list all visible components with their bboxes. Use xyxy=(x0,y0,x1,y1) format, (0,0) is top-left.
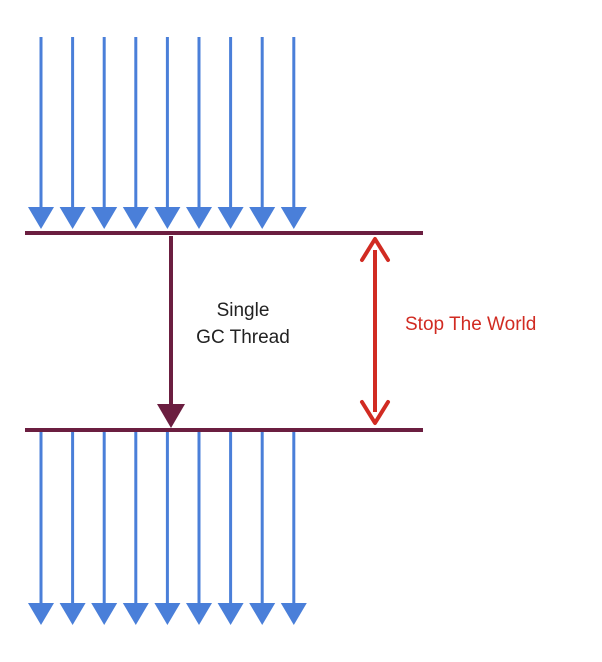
app-before-thread-arrow xyxy=(186,37,212,229)
arrow-down-icon xyxy=(91,603,118,625)
app-before-thread-arrow xyxy=(217,37,244,229)
arrow-down-icon xyxy=(249,603,276,625)
arrow-down-icon xyxy=(59,207,86,229)
app-before-thread-arrow xyxy=(280,37,307,229)
app-after-thread-arrow xyxy=(59,432,86,625)
stop-the-world-label: Stop The World xyxy=(405,314,536,335)
chevron-up-icon xyxy=(360,237,390,262)
app-after-thread-arrow xyxy=(249,432,276,625)
app-threads-before-pause xyxy=(28,37,307,229)
arrow-down-icon xyxy=(122,603,149,625)
app-before-thread-arrow xyxy=(59,37,86,229)
gc-thread-arrow xyxy=(157,236,185,428)
chevron-down-icon xyxy=(360,400,390,425)
arrow-down-icon xyxy=(91,207,118,229)
stop-the-world-span xyxy=(360,237,390,425)
arrow-down-icon xyxy=(157,404,185,428)
app-after-thread-arrow xyxy=(217,432,244,625)
arrow-down-icon xyxy=(186,603,212,625)
arrow-down-icon xyxy=(28,603,54,625)
app-after-thread-arrow xyxy=(28,432,54,625)
gc-thread-label-line2: GC Thread xyxy=(196,327,290,348)
arrow-down-icon xyxy=(217,603,244,625)
arrow-down-icon xyxy=(122,207,149,229)
arrow-down-icon xyxy=(28,207,54,229)
app-before-thread-arrow xyxy=(154,37,181,229)
arrow-down-icon xyxy=(186,207,212,229)
app-after-thread-arrow xyxy=(122,432,149,625)
app-after-thread-arrow xyxy=(186,432,212,625)
app-before-thread-arrow xyxy=(122,37,149,229)
app-after-thread-arrow xyxy=(91,432,118,625)
app-before-thread-arrow xyxy=(28,37,54,229)
arrow-down-icon xyxy=(154,603,181,625)
arrow-down-icon xyxy=(280,207,307,229)
arrow-down-icon xyxy=(217,207,244,229)
app-before-thread-arrow xyxy=(91,37,118,229)
arrow-down-icon xyxy=(154,207,181,229)
arrow-down-icon xyxy=(59,603,86,625)
app-threads-after-pause xyxy=(28,432,307,625)
arrow-down-icon xyxy=(249,207,276,229)
app-before-thread-arrow xyxy=(249,37,276,229)
arrow-down-icon xyxy=(280,603,307,625)
gc-thread-label-line1: Single xyxy=(217,300,270,321)
app-after-thread-arrow xyxy=(280,432,307,625)
app-after-thread-arrow xyxy=(154,432,181,625)
